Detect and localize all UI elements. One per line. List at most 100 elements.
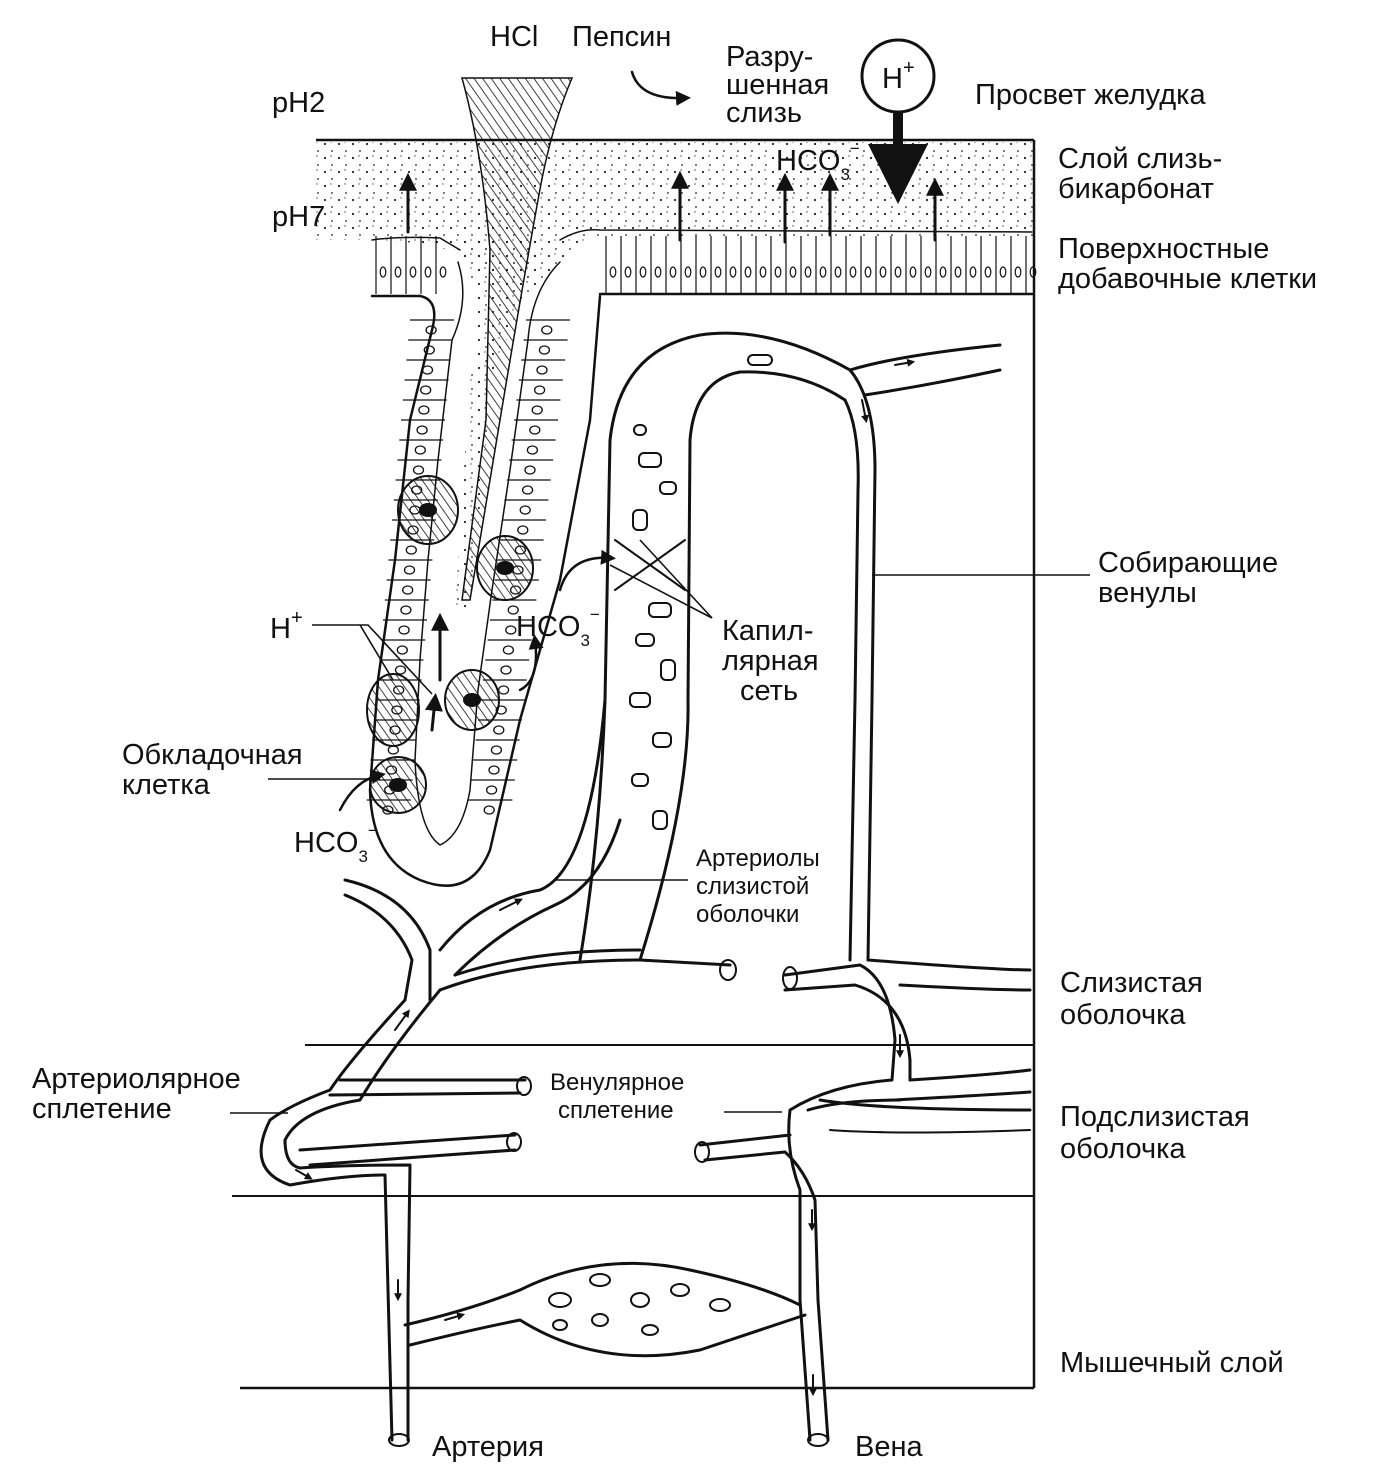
surface-cell-nucleus xyxy=(609,266,617,278)
surface-cell-nucleus xyxy=(379,266,387,278)
surface-cell-nucleus xyxy=(924,266,932,278)
gland-cell-nucleus xyxy=(529,425,541,435)
surface-cell-nucleus xyxy=(669,266,677,278)
gland-cell-nucleus xyxy=(538,345,551,355)
surface-cell-nucleus xyxy=(714,266,722,278)
surface-cell-nucleus xyxy=(624,266,632,278)
surface-cell-nucleus xyxy=(834,266,842,278)
capillary-mesh-cell xyxy=(631,773,649,787)
label-h-plus-top: H+ xyxy=(882,57,915,95)
surface-cell-nucleus xyxy=(894,266,902,278)
gland-cell-nucleus xyxy=(423,345,435,355)
gland-cell-nucleus xyxy=(414,445,426,455)
label-hco3-top: HCO3− xyxy=(776,139,860,184)
surface-cell-nucleus xyxy=(639,266,647,278)
surface-cell-nucleus xyxy=(1029,266,1037,278)
surface-cell-nucleus xyxy=(654,266,662,278)
surface-cell-nucleus xyxy=(744,266,752,278)
gland-cell-nucleus xyxy=(531,405,543,415)
capillary-mesh-cell xyxy=(632,509,648,531)
gland-cell-nucleus xyxy=(521,485,534,495)
layer-boundaries xyxy=(232,138,1036,1390)
label-ph7: pH7 xyxy=(272,201,325,233)
surface-cell-nucleus xyxy=(759,266,767,278)
label-collecting-venules: Собирающие венулы xyxy=(1098,547,1286,609)
flow-arrows xyxy=(295,70,944,1397)
muscle-mesh-cell xyxy=(670,1283,690,1297)
gland-cell-nucleus xyxy=(405,545,417,555)
capillary-mesh-cell xyxy=(652,732,672,748)
gastric-gland xyxy=(366,261,602,887)
muscle-mesh-cell xyxy=(630,1292,650,1308)
gland-cell-nucleus xyxy=(526,445,539,455)
label-ph2: pH2 xyxy=(272,87,325,119)
gland-cell-nucleus xyxy=(396,645,408,655)
surface-cell-nucleus xyxy=(394,266,402,278)
capillary-mesh-cell xyxy=(635,633,655,647)
surface-cell-nucleus xyxy=(984,266,992,278)
label-parietal-cell: Обкладочная клетка xyxy=(122,739,311,801)
parietal-cell-4 xyxy=(366,673,420,747)
gland-cell-nucleus xyxy=(418,405,430,415)
capillary-mesh-cell xyxy=(659,481,677,495)
capillary-mesh-cell xyxy=(638,452,662,468)
vessels xyxy=(259,331,1032,1447)
label-muscle-layer: Мышечный слой xyxy=(1060,1347,1284,1379)
label-hco3-bottom: HCO3− xyxy=(294,821,378,866)
muscle-mesh-cell xyxy=(591,1313,609,1327)
label-arteriolar-plexus: Артериолярное сплетение xyxy=(32,1063,249,1125)
gland-cell-nucleus xyxy=(400,605,412,615)
label-h-plus-gland: H+ xyxy=(270,607,303,645)
labels: HCl Пепсин Разру- шенная слизь H+ Просве… xyxy=(32,21,1317,1463)
gland-cell-nucleus xyxy=(394,665,407,675)
muscle-mesh-cell xyxy=(709,1298,731,1312)
label-submucosa: Подслизистая оболочка xyxy=(1060,1101,1258,1165)
gland-cell-nucleus xyxy=(541,325,553,335)
gland-cell-nucleus xyxy=(519,505,531,515)
surface-cell-nucleus xyxy=(774,266,782,278)
gland-cell-nucleus xyxy=(420,385,432,395)
capillary-loop-inner xyxy=(638,370,860,962)
surface-cell-nucleus xyxy=(1014,266,1022,278)
gland-cell-nucleus xyxy=(497,685,510,695)
label-hco3-gland: HCO3− xyxy=(516,605,600,650)
gland-cell-nucleus xyxy=(490,745,503,755)
surface-cell-nucleus xyxy=(864,266,872,278)
label-surface-cells: Поверхностные добавочные клетки xyxy=(1058,233,1317,295)
label-pepsin: Пепсин xyxy=(572,21,671,53)
surface-cell-nucleus xyxy=(999,266,1007,278)
gland-cell-nucleus xyxy=(533,385,546,395)
gland-cell-nucleus xyxy=(398,625,410,635)
surface-cell-nucleus xyxy=(699,266,707,278)
gland-cell-nucleus xyxy=(416,425,428,435)
gland-cell-nucleus xyxy=(403,565,416,575)
surface-cell-nucleus xyxy=(729,266,737,278)
label-mucosal-arterioles: Артериолы слизистой оболочки xyxy=(696,845,826,928)
surface-cell-nucleus xyxy=(879,266,887,278)
capillary-mesh-cell xyxy=(652,810,668,830)
capillary-mesh-cell xyxy=(747,354,773,366)
surface-cell-nucleus xyxy=(939,266,947,278)
surface-cell-nucleus xyxy=(409,266,417,278)
h-plus-circle xyxy=(860,38,936,114)
surface-cell-nucleus xyxy=(909,266,917,278)
label-venular-plexus: Венулярное сплетение xyxy=(550,1069,691,1124)
hcl-secretion-funnel xyxy=(461,77,574,601)
label-capillary-net: Капил- лярная сеть xyxy=(722,615,827,707)
muscle-capillary-network xyxy=(548,1273,731,1336)
surface-cell-nucleus xyxy=(439,266,447,278)
surface-cell-nucleus xyxy=(684,266,692,278)
surface-cell-nucleus xyxy=(424,266,432,278)
label-hcl: HCl xyxy=(490,21,538,53)
capillary-mesh-cell xyxy=(648,602,672,618)
gland-cell-nucleus xyxy=(483,805,495,815)
muscle-mesh-cell xyxy=(552,1319,568,1331)
surface-cell-nucleus xyxy=(789,266,797,278)
capillary-network xyxy=(629,354,773,830)
surface-cell-nucleus xyxy=(804,266,812,278)
muscle-mesh-cell xyxy=(548,1292,572,1308)
capillary-mesh-cell xyxy=(633,424,647,436)
gland-cell-nucleus xyxy=(421,365,434,375)
gland-cell-nucleus xyxy=(387,745,399,755)
